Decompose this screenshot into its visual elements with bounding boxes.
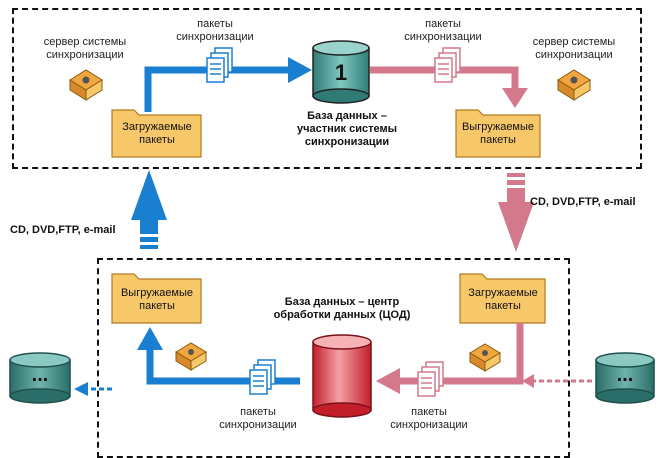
participant-database-cylinder	[312, 40, 370, 104]
server-box-icon-bottom-left	[175, 342, 207, 371]
folder-unloaded-bottom-label: Выгружаемые пакеты	[120, 287, 194, 312]
server-box-icon-right	[557, 69, 591, 101]
packets-stack-top-left	[206, 47, 233, 83]
diagram-graphics	[9, 40, 655, 418]
packets-label-bottom-left: пакеты синхронизации	[219, 406, 297, 431]
top-outflow-arrowhead	[502, 88, 528, 108]
participant-database-caption: База данных – участник системы синхрониз…	[297, 110, 397, 148]
top-inflow-arrow	[144, 66, 290, 112]
side-database-left	[9, 352, 71, 404]
side-database-right-label: ...	[616, 364, 634, 386]
folder-unloaded-bottom	[111, 273, 202, 324]
bottom-inflow-arrow	[398, 323, 524, 385]
packets-label-bottom-right: пакеты синхронизации	[390, 406, 468, 431]
bottom-outflow-arrow	[146, 348, 300, 385]
bottom-outflow-arrowhead	[137, 327, 163, 350]
folder-loaded-bottom-label: Загружаемые пакеты	[468, 287, 538, 312]
transport-label-left: CD, DVD,FTP, e-mail	[10, 224, 116, 236]
bottom-inflow-arrowhead	[376, 368, 400, 394]
server-box-icon-left	[69, 69, 103, 101]
server-label-left: сервер системы синхронизации	[43, 36, 127, 61]
side-connector-left	[74, 382, 112, 396]
packets-label-top-left: пакеты синхронизации	[176, 18, 254, 43]
packets-label-top-right: пакеты синхронизации	[404, 18, 482, 43]
side-database-right	[595, 352, 655, 404]
top-inflow-arrowhead	[288, 57, 312, 83]
data-center-database-cylinder	[312, 334, 372, 418]
participant-database-number: 1	[334, 60, 348, 85]
transport-label-right: CD, DVD,FTP, e-mail	[530, 196, 636, 208]
side-connector-right	[522, 374, 592, 388]
folder-unloaded-top-label: Выгружаемые пакеты	[461, 121, 535, 146]
folder-loaded-top	[111, 109, 202, 158]
packets-stack-bottom-left	[249, 359, 276, 395]
transport-down-arrow	[498, 173, 534, 252]
participant-zone-frame	[12, 8, 642, 169]
folder-loaded-bottom	[459, 273, 546, 324]
side-database-left-label: ...	[31, 364, 49, 386]
folder-loaded-top-label: Загружаемые пакеты	[122, 121, 192, 146]
transport-up-arrow	[131, 170, 167, 249]
folder-unloaded-top	[455, 109, 541, 158]
server-box-icon-bottom-right	[469, 343, 501, 372]
data-center-database-caption: База данных – центр обработки данных (ЦО…	[273, 296, 411, 321]
top-outflow-arrow	[370, 66, 519, 90]
packets-stack-top-right	[434, 47, 461, 83]
server-label-right: сервер системы синхронизации	[532, 36, 616, 61]
packets-stack-bottom-right	[417, 361, 444, 397]
